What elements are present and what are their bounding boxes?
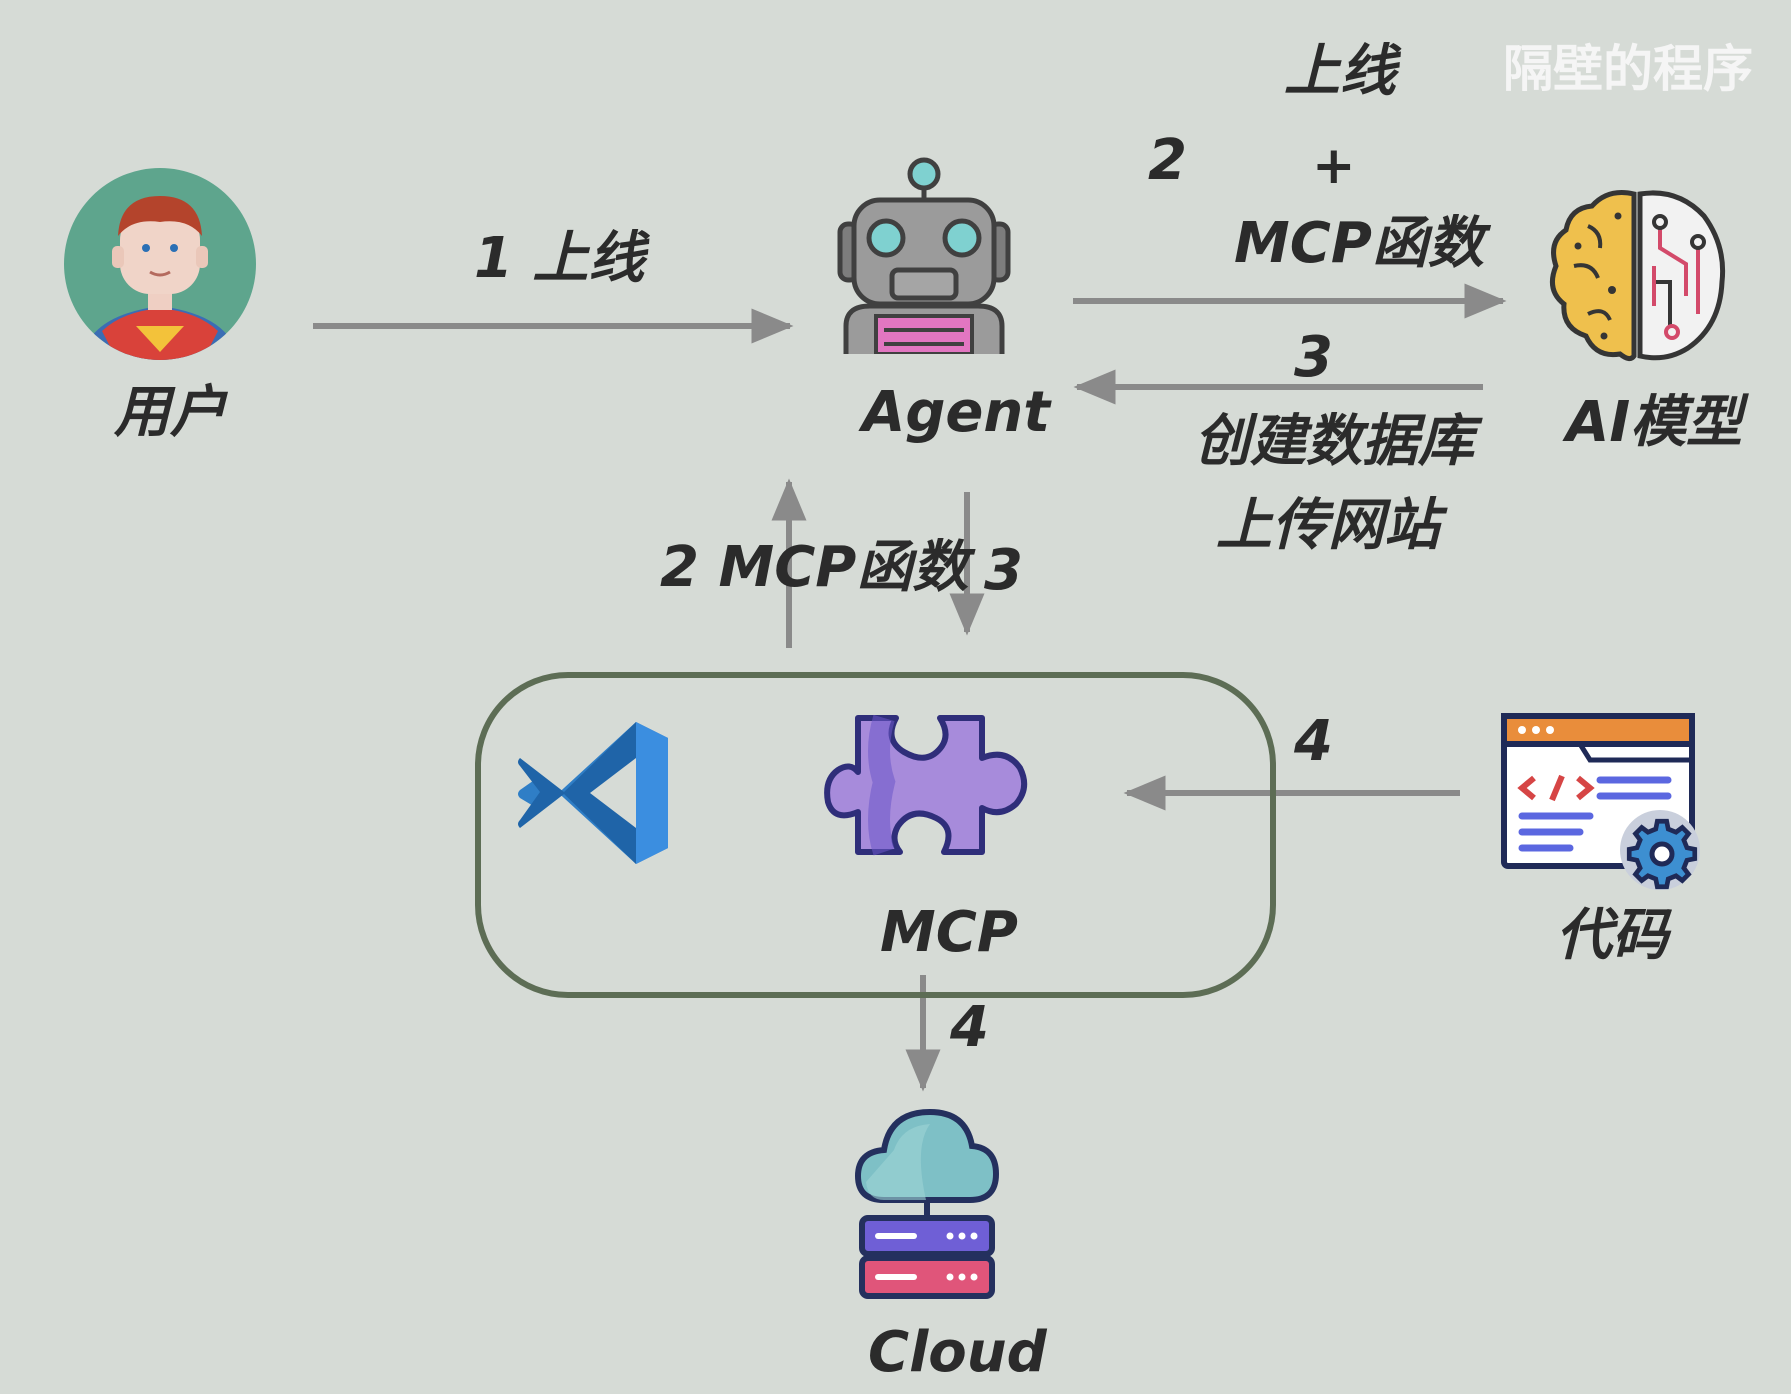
- mcp-group-frame: [475, 672, 1276, 998]
- edge-label-ai-to-agent-line2: 上传网站: [1216, 493, 1440, 558]
- vscode-logo-icon: [518, 722, 668, 864]
- edge-label-code-to-mcp: 4: [1294, 709, 1333, 774]
- edge-label-mcp-to-agent: 2 MCP函数: [660, 535, 969, 600]
- ai-brain-icon: [1549, 190, 1726, 362]
- agent-label: Agent: [862, 380, 1051, 445]
- mcp-label: MCP: [880, 900, 1018, 965]
- edge-label-agent-to-ai-number: 2: [1148, 128, 1187, 193]
- user-avatar-icon: [64, 168, 256, 360]
- cloud-server-icon: [854, 1108, 1000, 1299]
- edge-label-agent-to-ai-line1: 上线: [1284, 39, 1396, 104]
- robot-icon: [837, 157, 1011, 354]
- user-label: 用户: [114, 380, 226, 445]
- edge-label-ai-to-agent-number: 3: [1294, 325, 1333, 390]
- ai-model-label: AI模型: [1566, 390, 1743, 455]
- edge-label-mcp-to-cloud: 4: [950, 995, 989, 1060]
- edge-label-ai-to-agent-line1: 创建数据库: [1194, 409, 1474, 474]
- cloud-label: Cloud: [868, 1320, 1047, 1385]
- edge-label-agent-to-ai-line2: +: [1312, 136, 1356, 196]
- watermark-text: 隔壁的程序: [1503, 40, 1753, 98]
- code-window-icon: [1501, 713, 1700, 890]
- code-label: 代码: [1556, 903, 1668, 968]
- edge-label-agent-to-ai-line3: MCP函数: [1234, 211, 1484, 276]
- edge-label-agent-to-mcp: 3: [984, 538, 1023, 603]
- puzzle-piece-icon: [824, 714, 1028, 856]
- edge-label-user-to-agent: 1 上线: [474, 226, 645, 291]
